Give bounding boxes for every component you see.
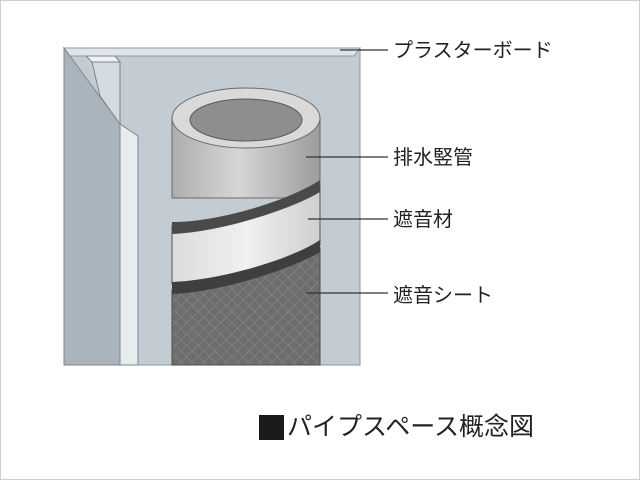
label-drain-pipe: 排水竪管 [393, 147, 473, 167]
label-sound-sheet: 遮音シート [393, 285, 493, 305]
caption-text: パイプスペース概念図 [287, 413, 534, 441]
label-plasterboard: プラスターボード [393, 40, 553, 60]
figure-caption: パイプスペース概念図 [259, 413, 534, 441]
caption-square-icon [259, 415, 284, 440]
label-sound-insulation: 遮音材 [393, 209, 453, 229]
drain-pipe [172, 88, 320, 198]
